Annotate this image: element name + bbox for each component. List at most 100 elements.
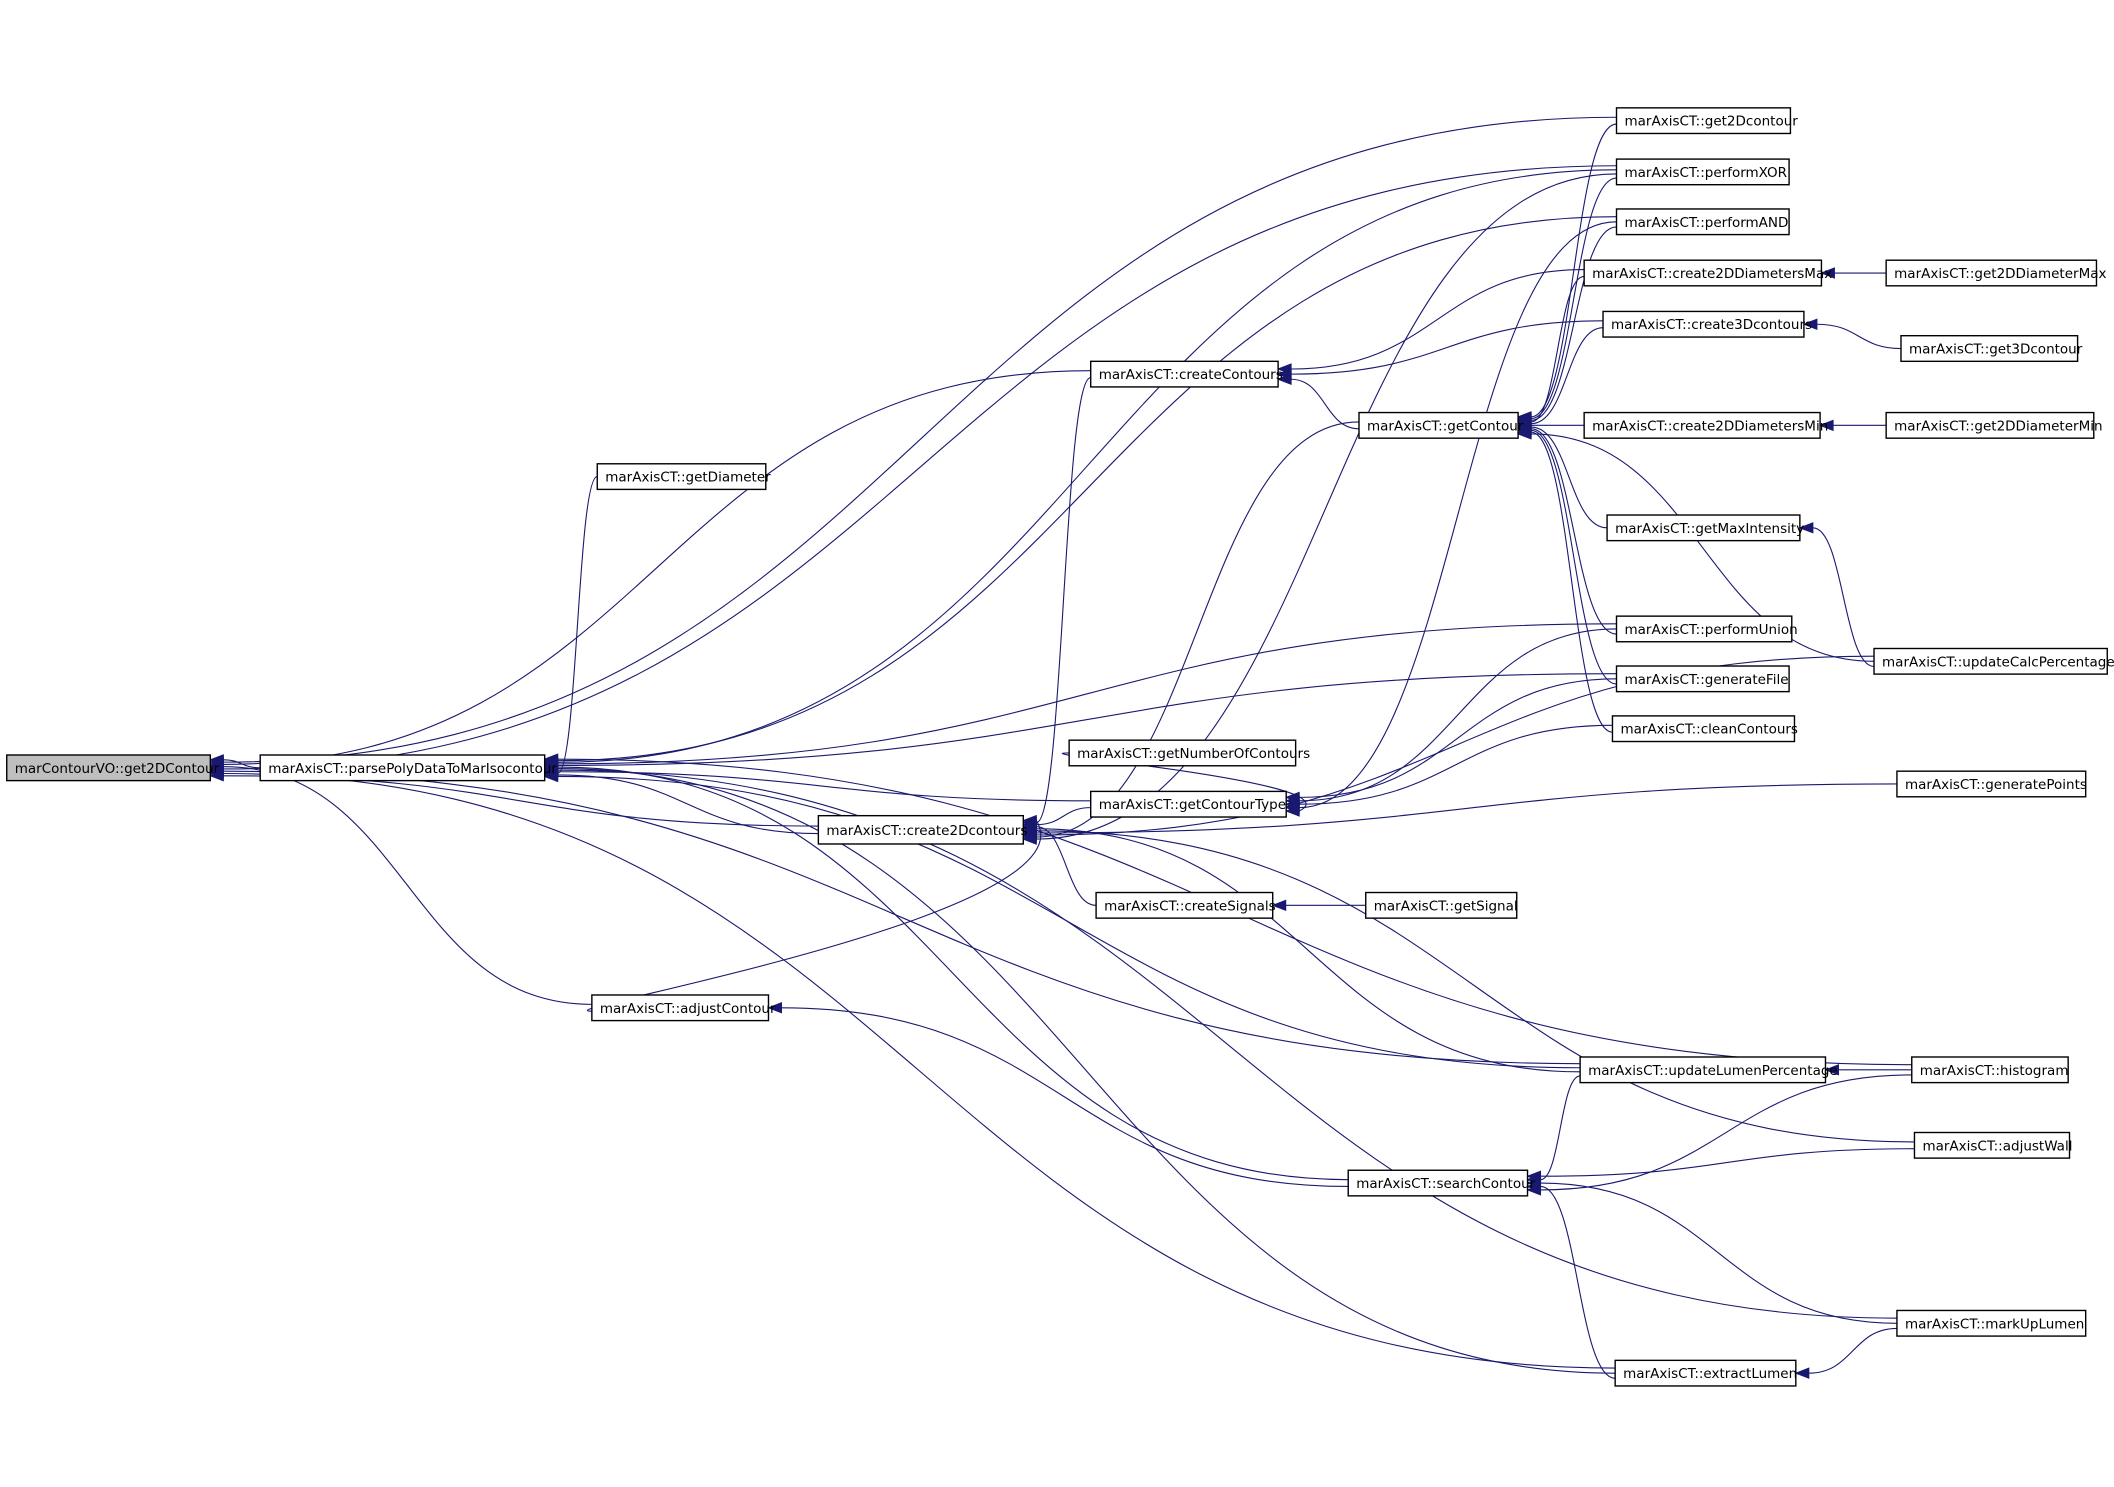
edge-arrowhead [208,770,224,782]
node-getContourType[interactable]: marAxisCT::getContourType [1090,790,1287,818]
node-get2DContour[interactable]: marContourVO::get2DContour [6,754,220,782]
node-adjustWall[interactable]: marAxisCT::adjustWall [1913,1131,2072,1159]
node-get2DDiameterMax[interactable]: marAxisCT::get2DDiameterMax [1885,259,2107,287]
node-markUpLumen[interactable]: marAxisCT::markUpLumen [1896,1309,2087,1337]
node-generatePoints[interactable]: marAxisCT::generatePoints [1896,770,2087,798]
node-label: marAxisCT::getContourType [1099,797,1286,813]
node-getContour[interactable]: marAxisCT::getContour [1358,411,1524,439]
edge-arrowhead [1818,419,1834,432]
edge-create2DDiametersMax-to-createContours [1291,269,1585,370]
node-box [1365,891,1518,919]
node-label: marContourVO::get2DContour [15,761,220,777]
edge-performXOR-to-get2DContour [223,165,1617,770]
node-updateCalcPercentage[interactable]: marAxisCT::updateCalcPercentage [1873,647,2114,675]
node-cleanContours[interactable]: marAxisCT::cleanContours [1611,715,1798,743]
node-label: marAxisCT::adjustContour [600,1001,776,1017]
node-label: marAxisCT::generatePoints [1905,777,2087,793]
node-label: marAxisCT::create2DDiametersMax [1592,266,1832,282]
node-searchContour[interactable]: marAxisCT::searchContour [1347,1169,1536,1197]
node-box [1358,411,1519,439]
edge-updateCalcPercentage-to-getContour [1531,433,1875,662]
node-box [1583,411,1821,439]
node-label: marAxisCT::performXOR [1625,165,1788,181]
node-create2DDiametersMin[interactable]: marAxisCT::create2DDiametersMin [1583,411,1828,439]
edge-updateLumenPercentage-to-parsePolyData [557,775,1581,1069]
node-histogram[interactable]: marAxisCT::histogram [1911,1056,2069,1084]
edge-arrowhead [767,1002,782,1014]
edge-generateFile-to-parsePolyData [557,673,1617,766]
node-box [6,754,212,782]
node-box [1913,1131,2071,1159]
node-getNumberOfContours[interactable]: marAxisCT::getNumberOfContours [1068,739,1310,767]
node-get2Dcontour[interactable]: marAxisCT::get2Dcontour [1615,107,1799,135]
node-label: marAxisCT::histogram [1920,1063,2069,1079]
edge-generateFile-to-getContour [1531,429,1617,685]
node-createSignals[interactable]: marAxisCT::createSignals [1095,891,1276,919]
node-create3Dcontours[interactable]: marAxisCT::create3Dcontours [1602,310,1812,338]
node-label: marAxisCT::getContour [1367,418,1524,434]
edge-extractLumen-to-searchContour [1540,1185,1616,1379]
edge-create3Dcontours-to-createContours [1291,320,1604,375]
node-box [1615,158,1790,186]
edge-getContourType-to-parsePolyData [557,771,1091,802]
edge-createSignals-to-create2Dcontours [1036,826,1097,906]
node-label: marAxisCT::createSignals [1104,898,1276,914]
node-box [1911,1056,2069,1084]
nodes-layer: marContourVO::get2DContour marAxisCT::par… [6,107,2114,1387]
node-label: marAxisCT::performAND [1625,215,1789,231]
node-label: marAxisCT::get2DDiameterMax [1894,266,2106,282]
edge-getDiameter-to-parsePolyData [557,476,598,774]
node-box [1615,665,1790,693]
edge-createContours-to-create2Dcontours [1036,376,1091,824]
node-generateFile[interactable]: marAxisCT::generateFile [1615,665,1790,693]
node-createContours[interactable]: marAxisCT::createContours [1090,360,1283,388]
node-box [1606,514,1801,542]
node-box [1615,208,1790,236]
node-box [1090,360,1279,388]
edge-markUpLumen-to-extractLumen [1808,1327,1897,1374]
node-box [591,994,770,1022]
node-box [259,754,546,782]
edge-get2Dcontour-to-get2DContour [223,116,1617,763]
edge-arrowhead [1802,318,1818,330]
node-label: marAxisCT::getNumberOfContours [1077,746,1310,762]
node-box [1579,1056,1827,1084]
edge-adjustContour-to-create2Dcontours [587,820,1041,1012]
edge-getContour-to-createContours [1291,378,1360,430]
node-box [1347,1169,1529,1197]
edge-performUnion-to-getContourType [1299,628,1617,802]
edge-arrowhead [1276,373,1292,385]
edge-extractLumen-to-get2DContour [223,772,1616,1369]
edge-performXOR-to-parsePolyData [557,169,1617,763]
node-label: marAxisCT::parsePolyDataToMarIsocontour [268,761,557,777]
edge-create2DDiametersMax-to-getContour [1530,275,1585,423]
node-extractLumen[interactable]: marAxisCT::extractLumen [1614,1359,1797,1387]
node-getMaxIntensity[interactable]: marAxisCT::getMaxIntensity [1606,514,1804,542]
node-performUnion[interactable]: marAxisCT::performUnion [1615,615,1798,643]
node-performXOR[interactable]: marAxisCT::performXOR [1615,158,1790,186]
edge-markUpLumen-to-searchContour [1540,1182,1897,1324]
edge-createContours-to-get2DContour [223,370,1091,765]
node-getDiameter[interactable]: marAxisCT::getDiameter [596,463,771,491]
node-get3Dcontour[interactable]: marAxisCT::get3Dcontour [1900,335,2083,363]
node-create2Dcontours[interactable]: marAxisCT::create2Dcontours [817,814,1027,845]
node-label: marAxisCT::searchContour [1356,1176,1535,1192]
edge-updateLumenPercentage-to-searchContour [1540,1075,1581,1181]
node-label: marAxisCT::getDiameter [605,470,771,486]
node-updateLumenPercentage[interactable]: marAxisCT::updateLumenPercentage [1579,1056,1838,1084]
node-parsePolyData[interactable]: marAxisCT::parsePolyDataToMarIsocontour [259,754,557,782]
node-get2DDiameterMin[interactable]: marAxisCT::get2DDiameterMin [1885,411,2103,439]
node-box [1885,411,2095,439]
edge-searchContour-to-parsePolyData [557,766,1349,1181]
node-create2DDiametersMax[interactable]: marAxisCT::create2DDiametersMax [1583,259,1832,287]
node-getSignal[interactable]: marAxisCT::getSignal [1365,891,1518,919]
node-label: marAxisCT::adjustWall [1922,1138,2072,1154]
edge-updateLumenPercentage-to-create2Dcontours [1036,828,1581,1073]
node-performAND[interactable]: marAxisCT::performAND [1615,208,1790,236]
edge-histogram-to-searchContour [1540,1074,1912,1191]
edge-get3Dcontour-to-create3Dcontours [1816,323,1901,350]
node-box [1090,790,1287,818]
node-box [1602,310,1805,338]
edge-extractLumen-to-parsePolyData [557,768,1616,1374]
node-adjustContour[interactable]: marAxisCT::adjustContour [591,994,776,1022]
